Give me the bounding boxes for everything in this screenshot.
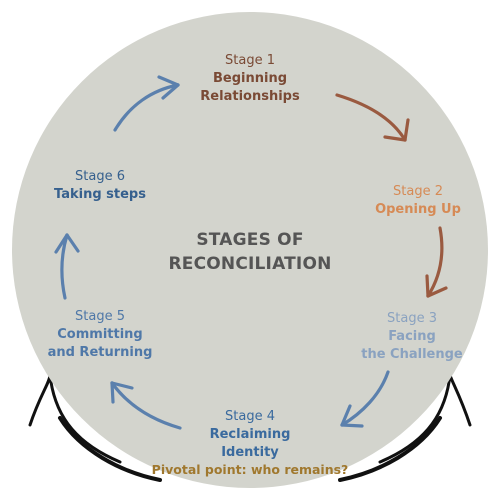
stage-3-number: Stage 3 [387,311,437,326]
title-line-1: STAGES OF [196,230,304,250]
stage-1-label: Stage 1 Beginning Relationships [180,52,320,106]
stage-5-name-line-1: Committing [57,327,143,342]
stage-4-name-line-2: Identity [221,445,279,460]
stage-4-number: Stage 4 [225,409,275,424]
stage-3-name-line-2: the Challenge [361,347,463,362]
stage-3-label: Stage 3 Facing the Challenge [352,310,472,364]
arrow-1-to-2 [335,93,410,142]
support-swoosh-right [378,374,472,464]
support-swoosh-bottom-left [58,416,162,482]
title-line-2: RECONCILIATION [168,254,332,274]
stage-3-name-line-1: Facing [388,329,436,344]
arrow-4-to-5 [110,381,182,430]
stage-2-label: Stage 2 Opening Up [358,183,478,219]
stage-6-label: Stage 6 Taking steps [40,168,160,204]
arrow-3-to-4 [340,370,390,428]
stage-6-number: Stage 6 [75,169,125,184]
diagram-title: STAGES OF RECONCILIATION [130,228,370,276]
cycle-circle [12,12,488,488]
stage-2-name-line-1: Opening Up [375,202,461,217]
stage-4-label: Stage 4 Reclaiming Identity [190,408,310,462]
stage-1-name-line-1: Beginning [212,71,287,86]
support-swoosh-left [28,374,122,464]
arrow-6-to-1 [113,75,180,132]
stage-5-name-line-2: and Returning [47,345,153,360]
stage-4-name-line-1: Reclaiming [209,427,291,442]
support-swoosh-bottom-right [338,416,442,482]
stage-5-label: Stage 5 Committing and Returning [30,308,170,362]
stage-1-name-line-2: Relationships [200,89,300,104]
stage-1-number: Stage 1 [225,53,275,68]
arrow-2-to-3 [425,226,448,298]
stage-2-number: Stage 2 [393,184,443,199]
arrow-5-to-6 [54,233,80,300]
pivot-note: Pivotal point: who remains? [151,462,349,477]
stage-6-name-line-1: Taking steps [54,187,146,202]
stage-5-number: Stage 5 [75,309,125,324]
